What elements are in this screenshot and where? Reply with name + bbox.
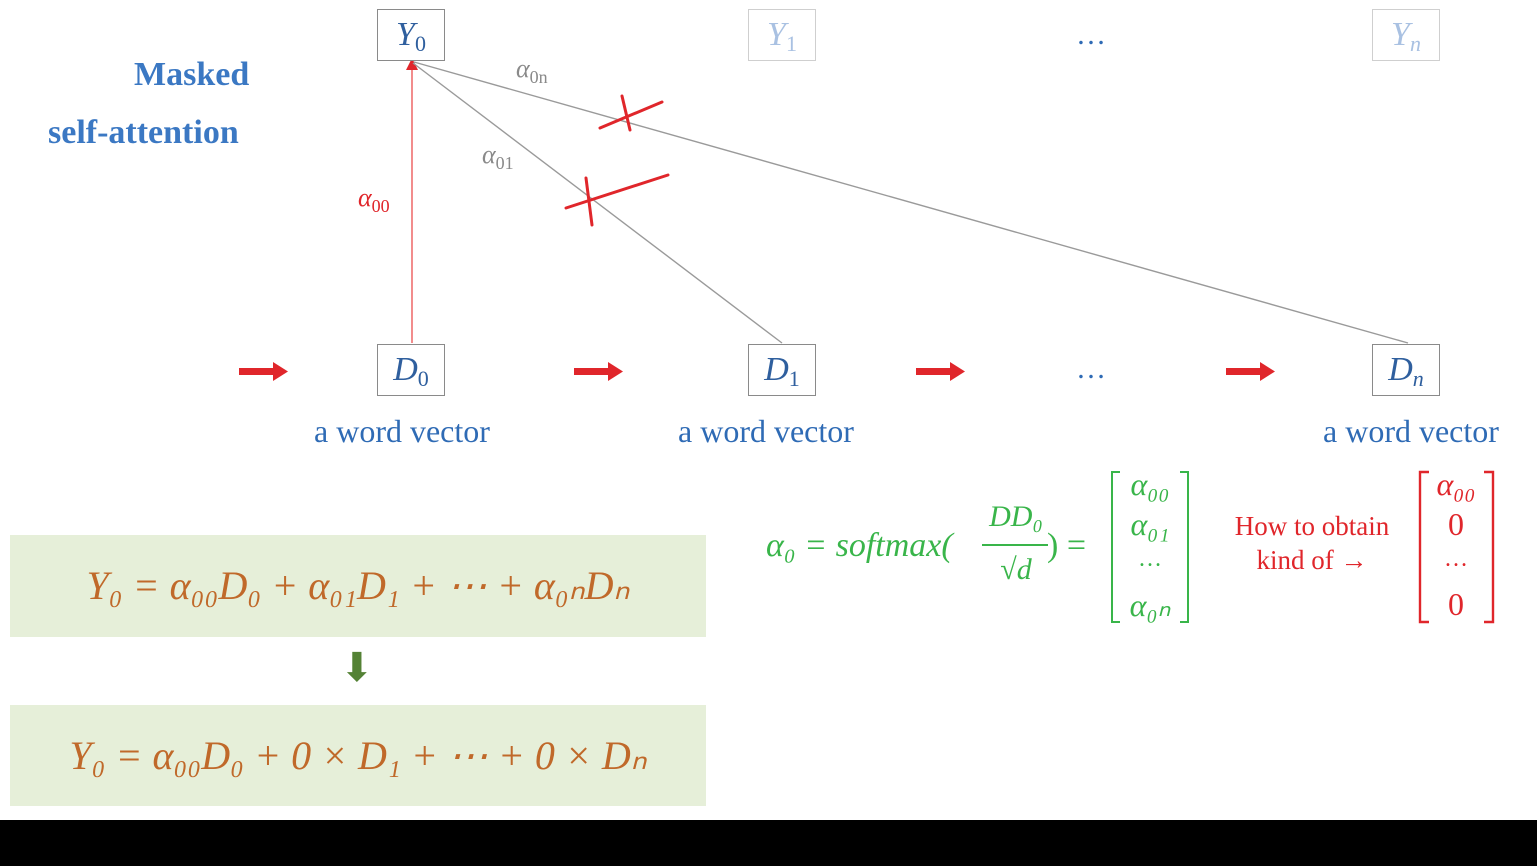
- softmax-vector-item: …: [1138, 546, 1162, 572]
- down-arrow: ⬇: [340, 645, 374, 691]
- equation-masked: Y₀ = α₀₀D₀ + 0 × D₁ + ⋯ + 0 × Dₙ: [10, 705, 706, 806]
- input-box-dn: Dn: [1372, 344, 1440, 396]
- input-d0-symbol: D: [393, 351, 418, 388]
- input-ellipsis: …: [1076, 352, 1109, 385]
- caption-dn: a word vector: [1323, 413, 1499, 449]
- output-y1-symbol: Y: [767, 16, 786, 53]
- mask-cross-01: [564, 173, 670, 227]
- softmax-vector-item: α₀₁: [1130, 506, 1170, 542]
- output-y0-symbol: Y: [396, 16, 415, 53]
- output-box-y0: Y0: [377, 9, 445, 61]
- label-alpha-00: α00: [358, 183, 390, 217]
- target-vector-brackets: [1418, 470, 1495, 624]
- input-d1-symbol: D: [764, 351, 789, 388]
- output-box-yn: Yn: [1372, 9, 1440, 61]
- target-vector-item: 0: [1448, 506, 1464, 542]
- attention-line-a0n: [413, 61, 1409, 344]
- softmax-numerator: DD₀: [989, 500, 1043, 533]
- softmax-vector-brackets: [1111, 471, 1189, 623]
- input-d0-sub: 0: [417, 366, 429, 391]
- equation-full-text: Y₀ = α₀₀D₀ + α₀₁D₁ + ⋯ + α₀ₙDₙ: [86, 563, 630, 608]
- heading-line2: self-attention: [48, 114, 239, 151]
- output-yn-symbol: Y: [1391, 16, 1410, 53]
- input-dn-sub: n: [1412, 366, 1424, 391]
- output-yn-sub: n: [1409, 31, 1421, 56]
- equation-full: Y₀ = α₀₀D₀ + α₀₁D₁ + ⋯ + α₀ₙDₙ: [10, 535, 706, 637]
- output-y1-sub: 1: [785, 31, 797, 56]
- target-vector-item: α₀₀: [1436, 466, 1476, 502]
- input-d1-sub: 1: [788, 366, 800, 391]
- bottom-bar: [0, 820, 1537, 866]
- softmax-denominator: √d: [1000, 553, 1032, 586]
- output-y0-sub: 0: [414, 31, 426, 56]
- input-dn-symbol: D: [1388, 351, 1413, 388]
- label-alpha-01-sub: 01: [495, 153, 514, 173]
- label-alpha-00-sub: 00: [371, 196, 390, 216]
- label-alpha-00-symbol: α: [358, 183, 372, 212]
- target-vector-item: 0: [1448, 586, 1464, 622]
- label-alpha-0n-sub: 0n: [529, 67, 548, 87]
- target-vector-item: …: [1444, 546, 1468, 572]
- caption-d1: a word vector: [678, 413, 854, 449]
- label-alpha-01-symbol: α: [482, 140, 496, 169]
- softmax-lhs: α₀ = softmax(: [766, 527, 953, 564]
- output-ellipsis: …: [1076, 18, 1109, 51]
- label-alpha-0n-symbol: α: [516, 54, 530, 83]
- input-box-d0: D0: [377, 344, 445, 396]
- caption-d0: a word vector: [314, 413, 490, 449]
- softmax-rhs: ) =: [1047, 527, 1086, 564]
- output-box-y1: Y1: [748, 9, 816, 61]
- question-line1: How to obtain: [1234, 511, 1390, 541]
- equation-masked-text: Y₀ = α₀₀D₀ + 0 × D₁ + ⋯ + 0 × Dₙ: [69, 733, 647, 778]
- question-line2: kind of →: [1256, 545, 1368, 575]
- attention-line-a01: [412, 62, 783, 344]
- mask-cross-0n: [598, 94, 664, 132]
- sequence-arrows: [239, 362, 1275, 381]
- input-box-d1: D1: [748, 344, 816, 396]
- softmax-vector-item: α₀₀: [1130, 466, 1170, 502]
- label-alpha-01: α01: [482, 140, 514, 174]
- label-alpha-0n: α0n: [516, 54, 548, 88]
- heading-line1: Masked: [134, 56, 250, 93]
- softmax-vector-item: α₀ₙ: [1129, 587, 1171, 623]
- attention-arrowhead: [406, 58, 418, 70]
